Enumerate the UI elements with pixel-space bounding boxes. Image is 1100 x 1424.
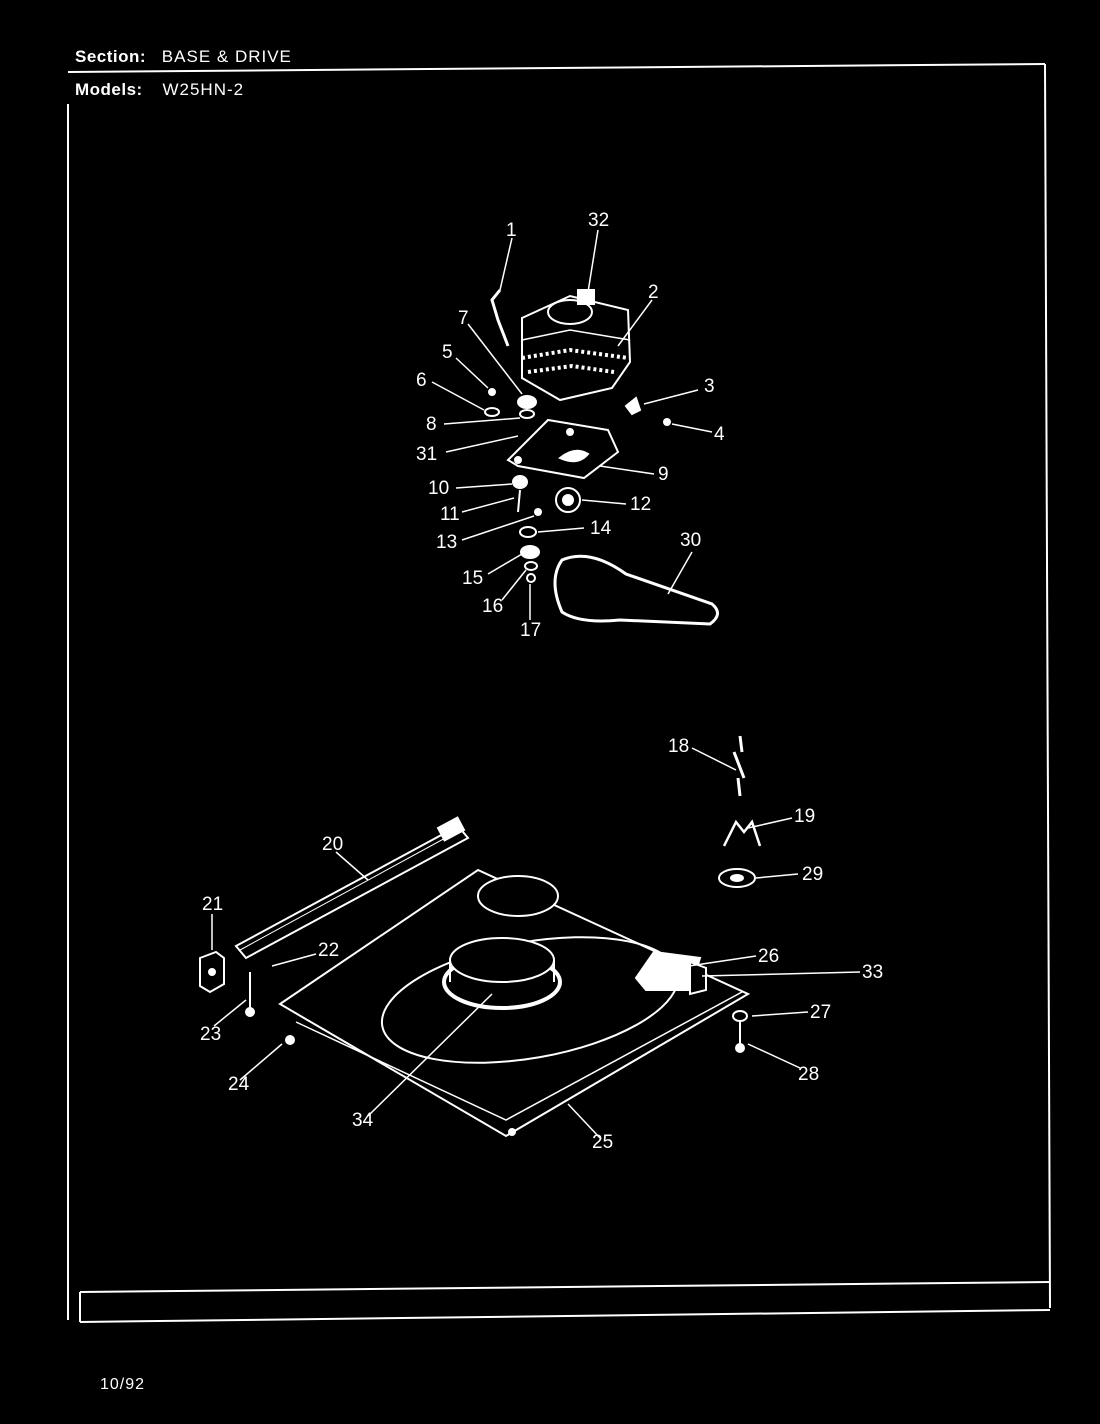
callout-labels: 1 32 2 7 5 6 3 4 8 31 9 10 11 12 13 14 3… (200, 210, 883, 1153)
callout-12: 12 (630, 494, 651, 515)
callout-15: 15 (462, 568, 483, 589)
revision-date: 10/92 (100, 1376, 146, 1393)
callout-20: 20 (322, 834, 343, 855)
callout-16: 16 (482, 596, 503, 617)
callout-4: 4 (714, 424, 725, 445)
callout-7: 7 (458, 308, 469, 329)
callout-1: 1 (506, 220, 517, 241)
callout-2: 2 (648, 282, 659, 303)
callout-11: 11 (440, 504, 460, 525)
callout-9: 9 (658, 464, 669, 485)
callout-19: 19 (794, 806, 815, 827)
callout-5: 5 (442, 342, 453, 363)
callout-8: 8 (426, 414, 437, 435)
models-label: Models: (75, 80, 143, 99)
callout-3: 3 (704, 376, 715, 397)
callout-10: 10 (428, 478, 449, 499)
section-value: BASE & DRIVE (161, 47, 292, 66)
callout-24: 24 (228, 1074, 250, 1095)
page-frame (67, 63, 1051, 1323)
callout-32: 32 (588, 210, 609, 231)
callout-29: 29 (802, 864, 823, 885)
base-assembly (199, 735, 762, 1138)
callout-21: 21 (202, 894, 223, 915)
section-header: Section: BASE & DRIVE (75, 47, 292, 67)
callout-18: 18 (668, 736, 689, 757)
callout-14: 14 (590, 518, 612, 539)
leader-lines (211, 229, 861, 1139)
callout-28: 28 (798, 1064, 819, 1085)
callout-30: 30 (680, 530, 701, 551)
callout-23: 23 (200, 1024, 221, 1045)
callout-31: 31 (416, 444, 437, 465)
motor-assembly (484, 289, 671, 583)
callout-17: 17 (520, 620, 541, 641)
callout-13: 13 (436, 532, 457, 553)
callout-6: 6 (416, 370, 427, 391)
callout-27: 27 (810, 1002, 831, 1023)
callout-25: 25 (592, 1132, 613, 1153)
drive-belt (553, 554, 719, 626)
callout-34: 34 (352, 1110, 374, 1131)
models-value: W25HN-2 (162, 80, 245, 99)
callout-22: 22 (318, 940, 339, 961)
callout-33: 33 (862, 962, 883, 983)
section-label: Section: (75, 47, 147, 66)
callout-26: 26 (758, 946, 779, 967)
models-header: Models: W25HN-2 (75, 80, 244, 100)
